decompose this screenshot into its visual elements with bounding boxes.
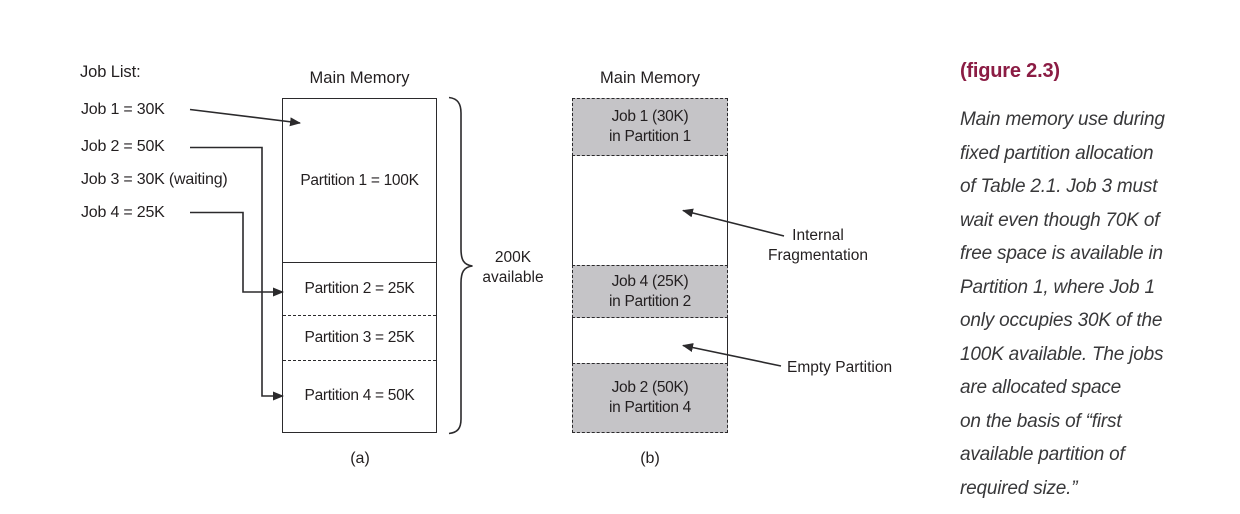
job-list-item-4: Job 4 = 25K: [81, 204, 165, 221]
caption-line: wait even though 70K of: [960, 209, 1160, 231]
caption-line: required size.”: [960, 477, 1078, 499]
caption-line: available partition of: [960, 444, 1125, 465]
internal-fragmentation-label: Internal Fragmentation: [748, 226, 888, 266]
internal-fragmentation-line2: Fragmentation: [768, 247, 868, 264]
job1-allocation-line1: Job 1 (30K): [611, 108, 689, 125]
diagram-b-label: (b): [640, 450, 660, 467]
job-list-title: Job List:: [80, 63, 141, 81]
job4-allocation-line2: in Partition 2: [609, 292, 691, 310]
figure-caption: (figure 2.3) Main memory use during fixe…: [960, 60, 1205, 505]
partition-4-label: Partition 4 = 50K: [304, 387, 415, 404]
partition-3-label: Partition 3 = 25K: [304, 329, 415, 346]
caption-line: Partition 1, where Job 1: [960, 276, 1155, 298]
partition-2-row: Partition 2 = 25K: [283, 263, 436, 316]
caption-line: free space is available in: [960, 243, 1163, 264]
caption-line: of Table 2.1. Job 3 must: [960, 176, 1158, 197]
empty-partition-label: Empty Partition: [787, 359, 893, 376]
available-total-label: 200K available: [466, 248, 560, 287]
available-total-line1: 200K: [494, 249, 532, 266]
figure-tag: (figure 2.3): [960, 60, 1060, 82]
diagram-a-label: (a): [350, 450, 370, 467]
main-memory-b-title: Main Memory: [600, 69, 700, 87]
job-list-item-2: Job 2 = 50K: [81, 138, 165, 155]
partition-1-row: Partition 1 = 100K: [283, 99, 436, 263]
caption-line: on the basis of “first: [960, 410, 1122, 432]
partition-4-row: Partition 4 = 50K: [283, 361, 436, 431]
caption-line: are allocated space: [960, 377, 1121, 398]
job2-allocation-line1: Job 2 (50K): [611, 379, 689, 396]
partition-3-row: Partition 3 = 25K: [283, 316, 436, 361]
caption-line: fixed partition allocation: [960, 142, 1154, 164]
main-memory-a-box: Partition 1 = 100K Partition 2 = 25K Par…: [282, 98, 437, 433]
main-memory-a-title: Main Memory: [309, 69, 410, 87]
job4-connector-arrow: [190, 211, 284, 297]
job-list-item-3: Job 3 = 30K (waiting): [81, 171, 228, 188]
caption-line: only occupies 30K of the: [960, 310, 1163, 331]
job4-allocation-line1: Job 4 (25K): [611, 272, 689, 290]
job4-allocation-block: Job 4 (25K) in Partition 2: [572, 265, 728, 318]
job2-allocation-line2: in Partition 4: [609, 399, 691, 416]
caption-line: 100K available. The jobs: [960, 343, 1164, 365]
partition-1-label: Partition 1 = 100K: [300, 171, 419, 189]
available-total-line2: available: [482, 268, 544, 286]
job1-allocation-line2: in Partition 1: [609, 128, 691, 145]
caption-line: Main memory use during: [960, 109, 1165, 130]
empty-partition-area: [572, 318, 728, 363]
partition-2-label: Partition 2 = 25K: [304, 280, 415, 297]
job2-allocation-block: Job 2 (50K) in Partition 4: [572, 363, 728, 433]
job-list-item-1: Job 1 = 30K: [81, 101, 165, 118]
internal-fragmentation-area: [572, 156, 728, 265]
main-memory-b-box: Job 1 (30K) in Partition 1 Job 4 (25K) i…: [572, 98, 728, 433]
internal-fragmentation-line1: Internal: [792, 227, 844, 244]
job1-allocation-block: Job 1 (30K) in Partition 1: [572, 98, 728, 156]
